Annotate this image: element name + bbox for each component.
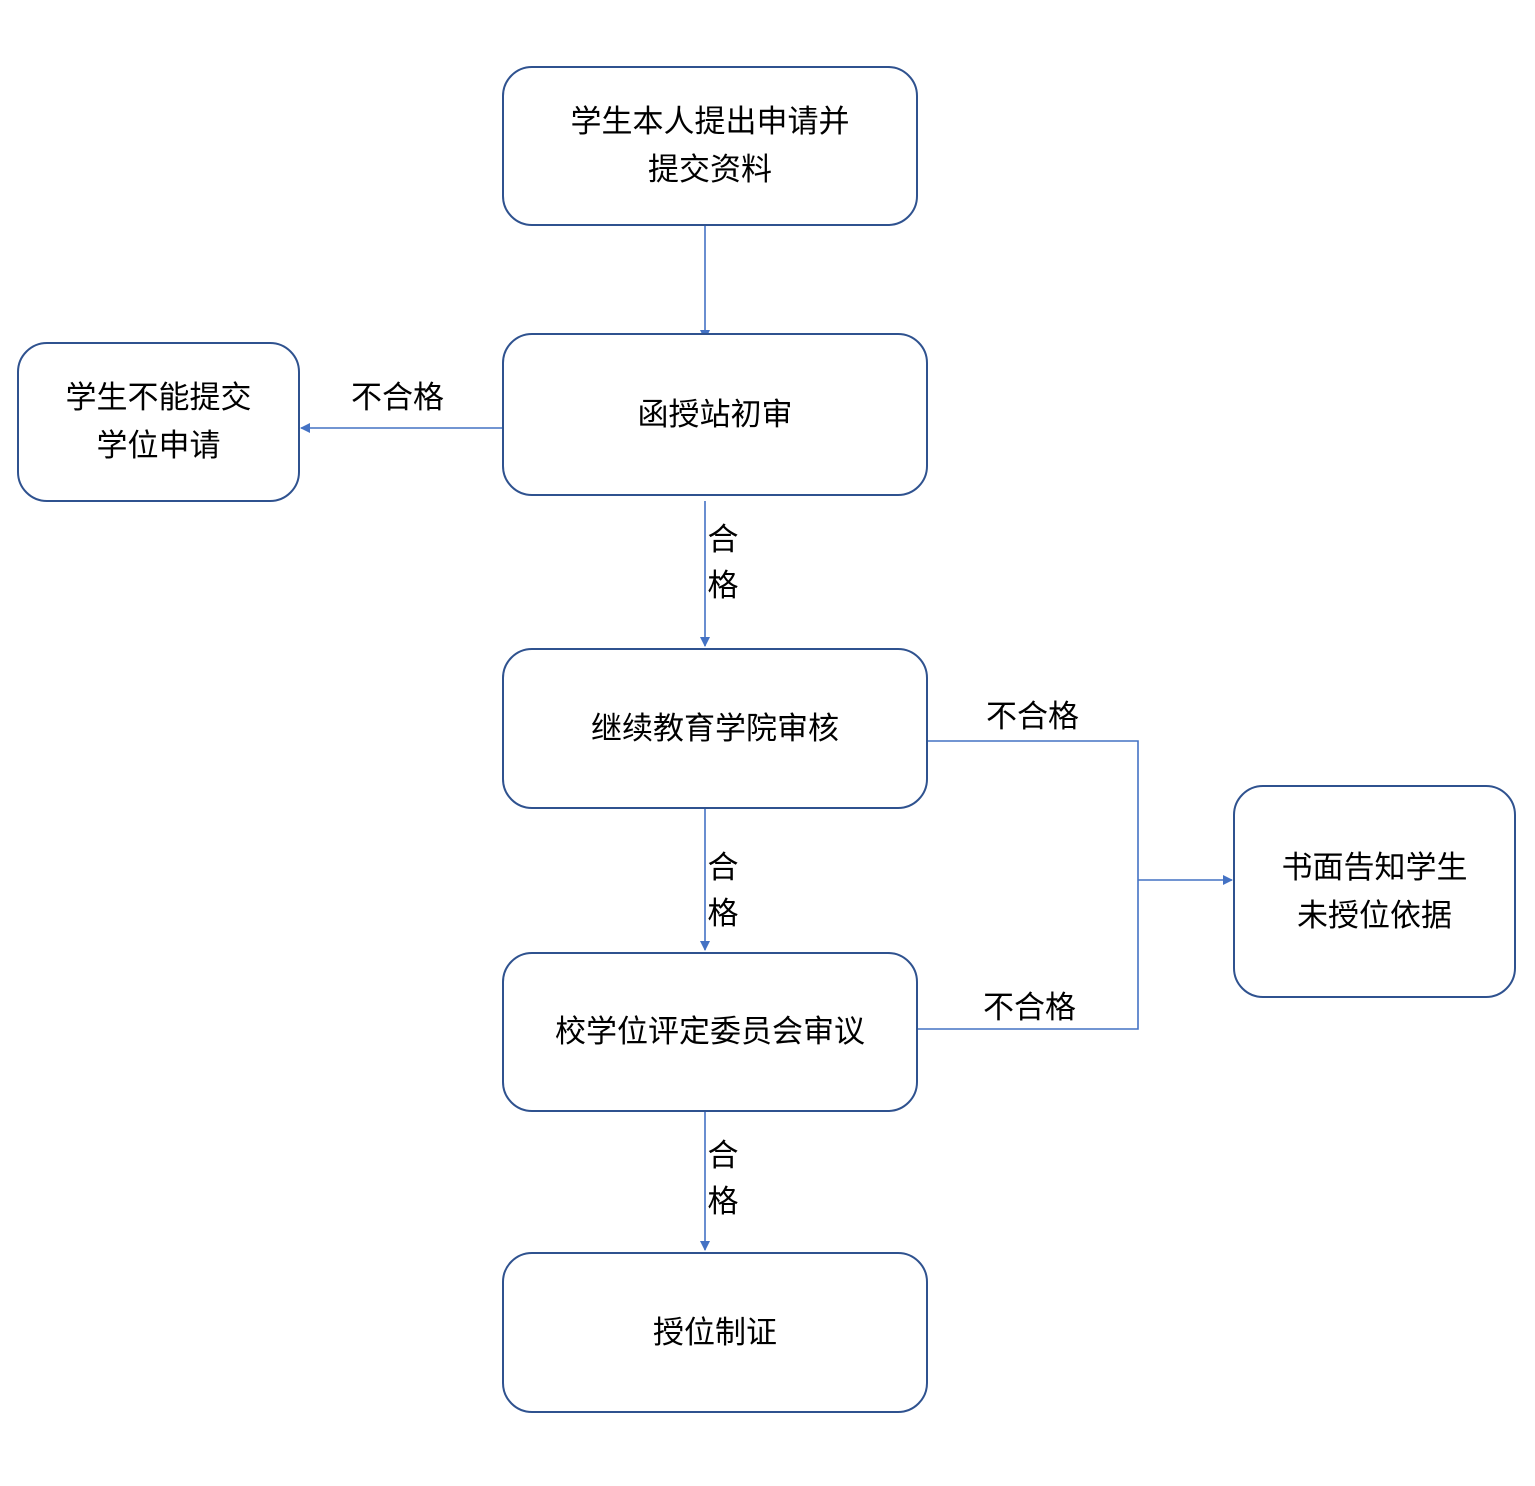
node-text-line: 提交资料 <box>648 152 772 188</box>
node-text-line: 书面告知学生 <box>1281 849 1468 886</box>
label-fail-station: 不合格 <box>351 380 444 416</box>
node-committee-review: 校学位评定委员会审议 <box>502 952 918 1112</box>
label-char: 格 <box>707 896 739 932</box>
node-text-line: 校学位评定委员会审议 <box>555 1014 865 1050</box>
label-pass-committee: 合 格 <box>705 1133 741 1225</box>
node-submit-application: 学生本人提出申请并 提交资料 <box>502 66 918 226</box>
label-char: 合 <box>707 1138 739 1174</box>
node-reject-submit: 学生不能提交 学位申请 <box>17 342 300 502</box>
node-college-review: 继续教育学院审核 <box>502 648 928 809</box>
node-text-line: 学位申请 <box>96 428 221 464</box>
label-fail-college: 不合格 <box>986 699 1079 735</box>
node-text-line: 授位制证 <box>653 1314 777 1351</box>
label-fail-committee: 不合格 <box>983 990 1076 1026</box>
label-char: 合 <box>707 522 739 558</box>
node-grant-degree: 授位制证 <box>502 1252 928 1413</box>
node-text-line: 函授站初审 <box>637 396 793 433</box>
label-pass-station: 合 格 <box>705 517 741 609</box>
node-text-line: 学生不能提交 <box>65 380 252 416</box>
node-station-review: 函授站初审 <box>502 333 928 496</box>
node-text-line: 未授位依据 <box>1297 897 1452 934</box>
label-pass-college: 合 格 <box>705 845 741 937</box>
node-text-line: 继续教育学院审核 <box>591 710 839 747</box>
node-text-line: 学生本人提出申请并 <box>570 104 850 140</box>
label-char: 格 <box>707 568 739 604</box>
label-char: 合 <box>707 850 739 886</box>
label-char: 格 <box>707 1184 739 1220</box>
node-notify-student: 书面告知学生 未授位依据 <box>1233 785 1516 998</box>
line-college-fail <box>918 740 1139 1030</box>
